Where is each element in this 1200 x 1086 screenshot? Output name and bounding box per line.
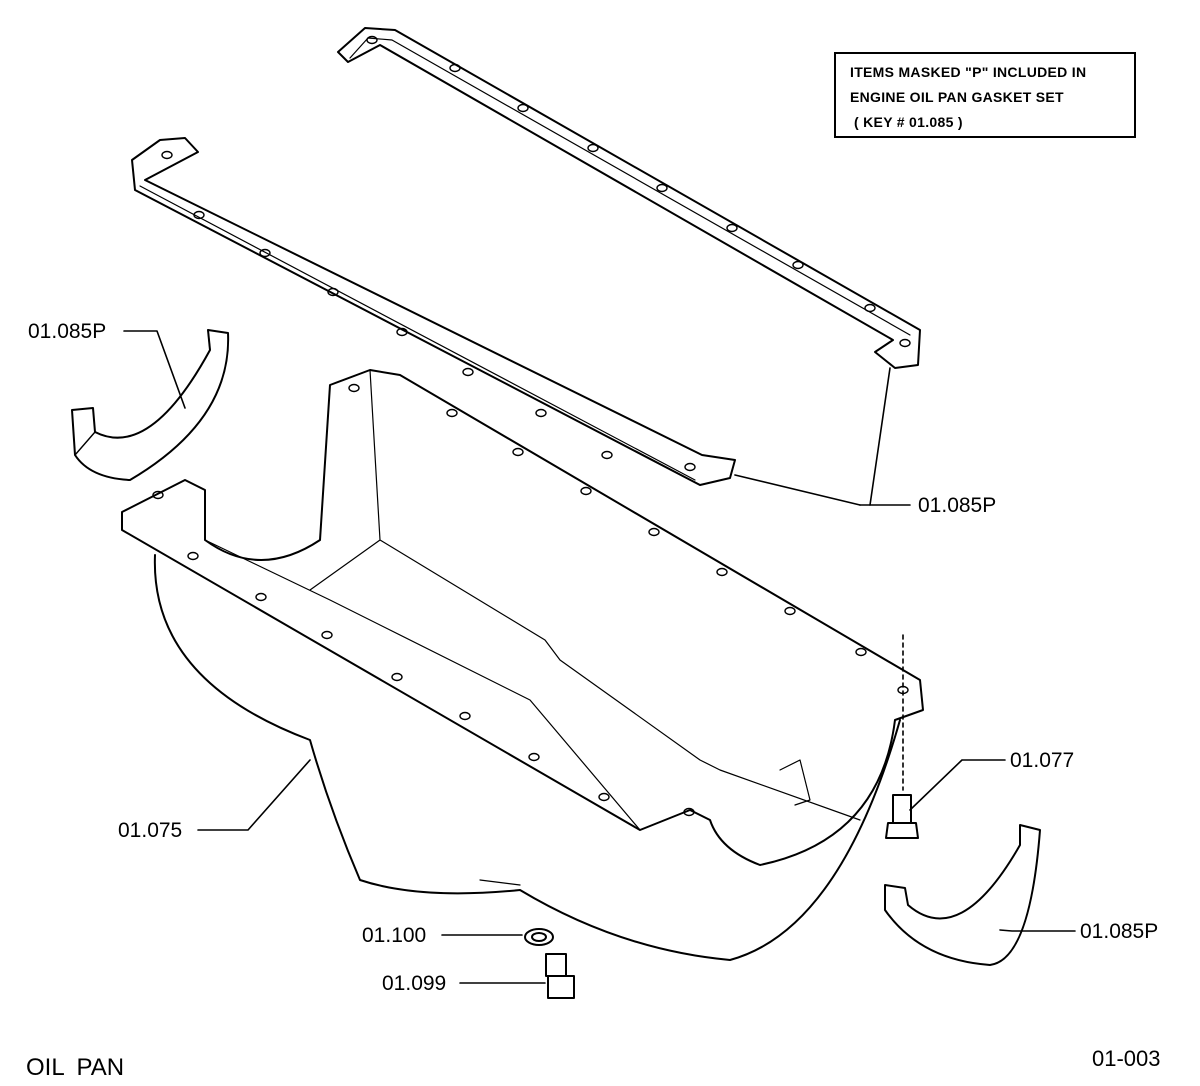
- callout-washer: 01.100: [362, 924, 427, 947]
- bolt-hole: [897, 685, 909, 695]
- bolt-hole: [587, 143, 599, 153]
- bolt-hole: [366, 35, 378, 45]
- note-line-2: ENGINE OIL PAN GASKET SET: [850, 89, 1064, 105]
- bolt-hole: [580, 486, 592, 496]
- bolt-hole: [716, 567, 728, 577]
- oil-pan-body: [121, 369, 924, 961]
- callout-seal-right: 01.085P: [1080, 920, 1159, 943]
- gasket-left: [131, 137, 736, 486]
- bolt: [885, 794, 919, 839]
- bolt-hole: [255, 592, 267, 602]
- gasket-right: [337, 27, 921, 369]
- bolt-hole: [391, 672, 403, 682]
- note-line-1: ITEMS MASKED "P" INCLUDED IN: [850, 64, 1087, 80]
- callout-seal-left: 01.085P: [28, 320, 107, 343]
- bolt-hole: [259, 248, 271, 258]
- bolt-hole: [726, 223, 738, 233]
- bolt-hole: [396, 327, 408, 337]
- bolt-hole: [193, 210, 205, 220]
- bolt-hole: [161, 150, 173, 160]
- bolt-hole: [459, 711, 471, 721]
- bolt-hole: [792, 260, 804, 270]
- page-number: 01-003: [1092, 1046, 1161, 1071]
- seal-right: [884, 824, 1041, 966]
- bolt-hole: [899, 338, 911, 348]
- bolt-hole: [512, 447, 524, 457]
- bolt-hole: [517, 103, 529, 113]
- bolt-hole: [601, 450, 613, 460]
- note-line-3: ( KEY # 01.085 ): [854, 114, 963, 130]
- note-box: ITEMS MASKED "P" INCLUDED IN ENGINE OIL …: [834, 52, 1136, 138]
- callout-oil-pan: 01.075: [118, 819, 183, 842]
- seal-left: [71, 329, 230, 481]
- bolt-hole: [656, 183, 668, 193]
- callout-drain-plug: 01.099: [382, 972, 447, 995]
- callout-gaskets: 01.085P: [918, 494, 997, 517]
- bolt-hole: [449, 63, 461, 73]
- bolt-hole: [535, 408, 547, 418]
- bolt-hole: [152, 490, 164, 500]
- bolt-hole: [462, 367, 474, 377]
- bolt-hole: [598, 792, 610, 802]
- bolt-hole: [327, 287, 339, 297]
- bolt-hole: [187, 551, 199, 561]
- bolt-hole: [321, 630, 333, 640]
- washer: [524, 928, 554, 946]
- bolt-hole: [446, 408, 458, 418]
- bolt-hole: [648, 527, 660, 537]
- bolt-hole: [784, 606, 796, 616]
- bolt-hole: [684, 462, 696, 472]
- bolt-hole: [528, 752, 540, 762]
- leader-lines: [123, 330, 1076, 984]
- bolt-hole: [683, 807, 695, 817]
- diagram-title: OIL PAN: [26, 1054, 125, 1081]
- bolt-hole: [855, 647, 867, 657]
- callout-bolt: 01.077: [1010, 749, 1075, 772]
- bolt-hole: [864, 303, 876, 313]
- bolt-hole: [348, 383, 360, 393]
- drain-plug: [545, 953, 575, 999]
